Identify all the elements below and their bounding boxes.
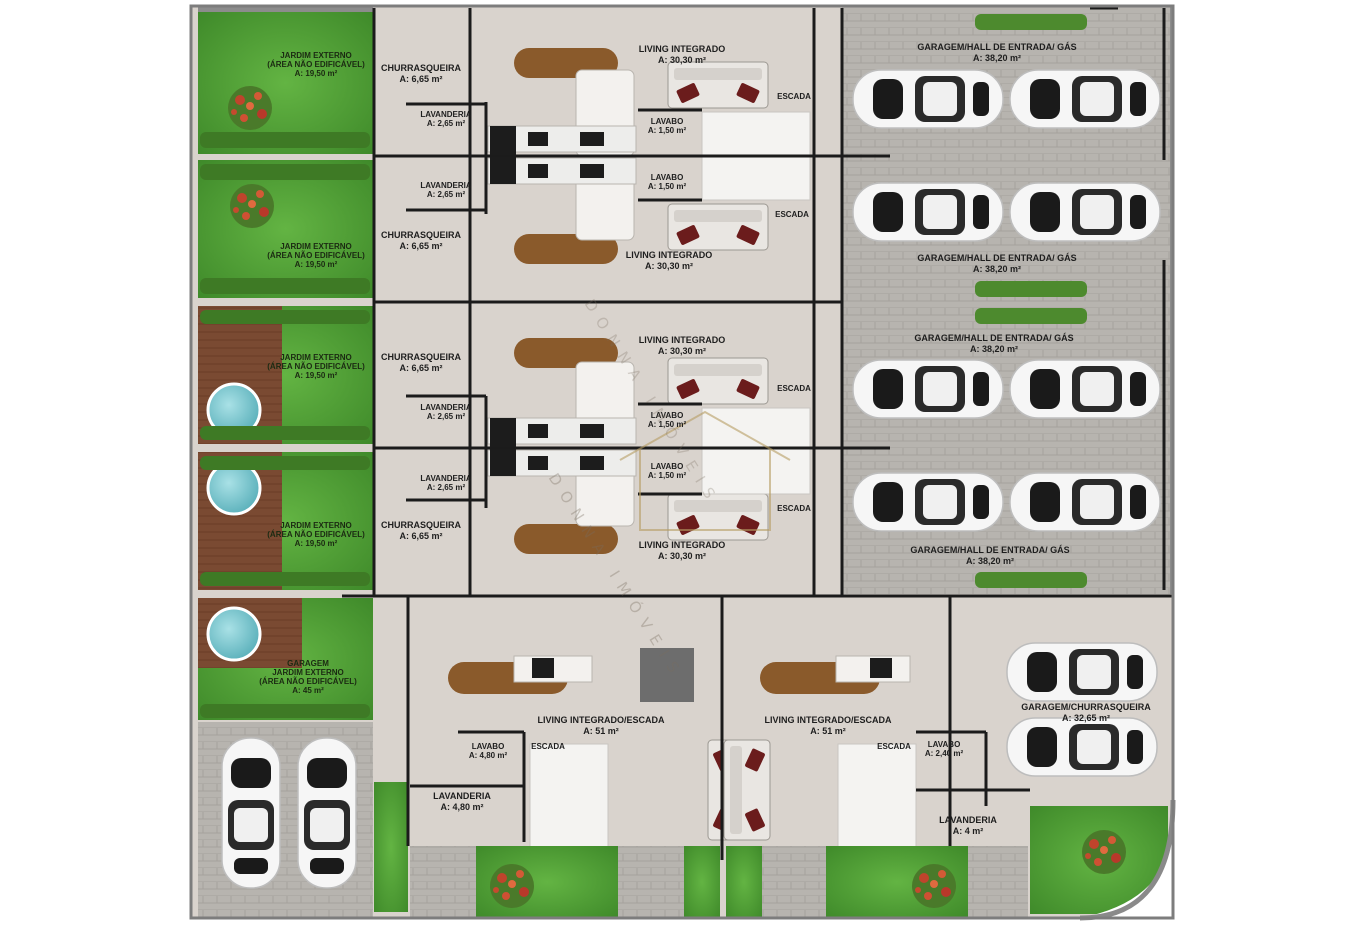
sofa-icon [667,357,769,405]
walls [342,6,1172,860]
shrub-icon [490,864,534,908]
sofa-icon [667,203,769,251]
car-icon [297,737,357,889]
car-icon [1009,182,1161,242]
car-icon [1006,717,1158,777]
car-icon [852,69,1004,129]
escada-label: ESCADA [775,210,809,219]
unit-a-escada-label: ESCADA [531,742,565,751]
car-icon [1009,359,1161,419]
garden-label: JARDIM EXTERNO(ÁREA NÃO EDIFICÁVEL)A: 19… [267,51,365,78]
escada-label: ESCADA [777,504,811,513]
watermark-house-icon [619,410,791,531]
car-icon [852,182,1004,242]
site-border [189,4,1175,920]
sofa-icon [667,61,769,109]
car-icon [1009,472,1161,532]
garden-label: JARDIM EXTERNO(ÁREA NÃO EDIFICÁVEL)A: 19… [267,353,365,380]
sofa-icon [723,739,771,841]
car-icon [852,359,1004,419]
shrub-icon [912,864,956,908]
shrub-icon [228,86,272,130]
shrub-icon [230,184,274,228]
escada-label: ESCADA [777,384,811,393]
bottom-gardens [374,782,1168,918]
car-icon [1006,642,1158,702]
pool-icon [206,606,262,662]
hedges [200,14,1087,718]
garden-label: JARDIM EXTERNO(ÁREA NÃO EDIFICÁVEL)A: 19… [267,521,365,548]
escada-label: ESCADA [777,92,811,101]
unit-b-escada-label: ESCADA [877,742,911,751]
corner-curve [1080,720,1173,918]
car-icon [852,472,1004,532]
shrub-icon [1082,830,1126,874]
car-icon [221,737,281,889]
car-icon [1009,69,1161,129]
garden-label: JARDIM EXTERNO(ÁREA NÃO EDIFICÁVEL)A: 19… [267,242,365,269]
